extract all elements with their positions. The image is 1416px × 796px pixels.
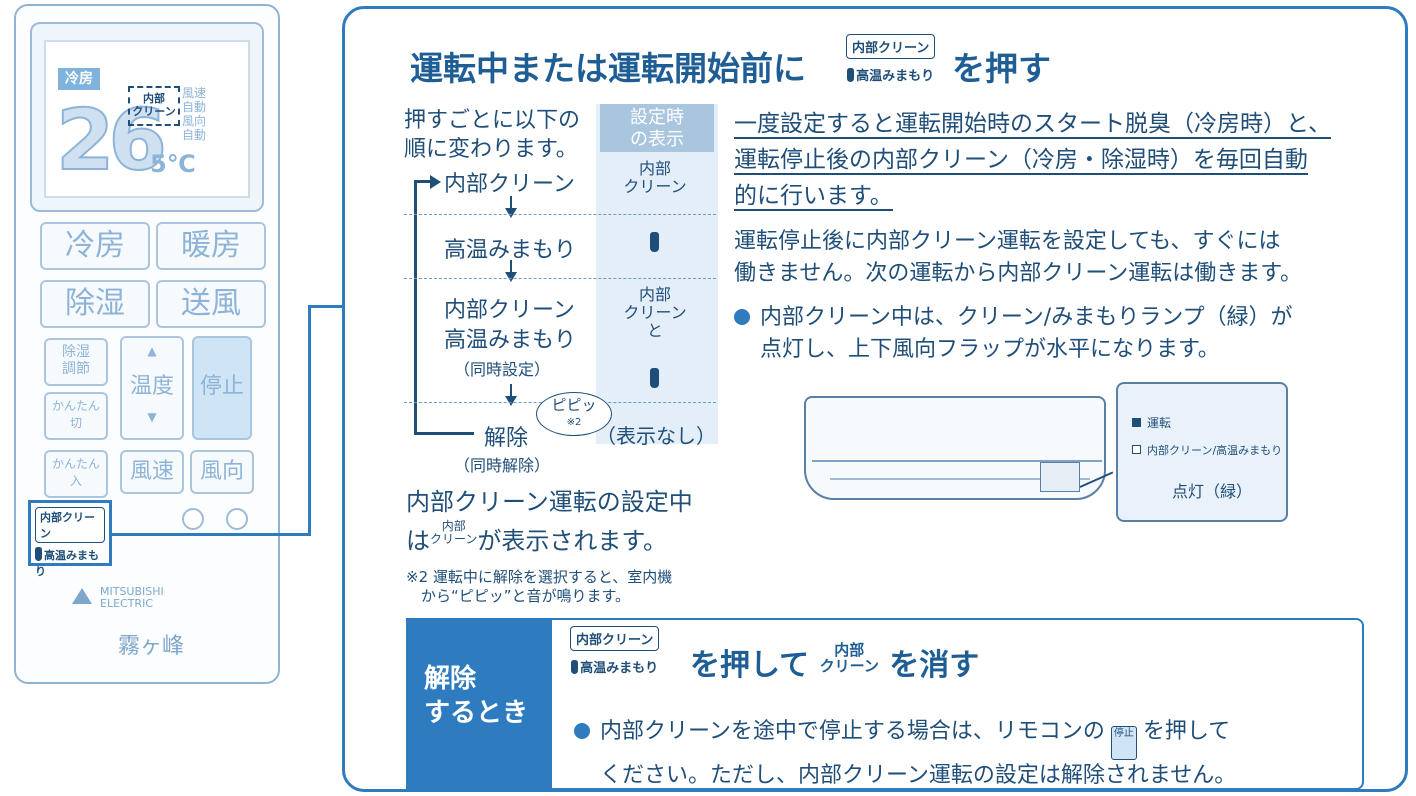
beep-bubble: ピピッ※2 [536,392,612,436]
flow-step-hightemp: 高温みまもり [444,238,577,263]
cancel-text: 内部クリーンを途中で停止する場合は、リモコンの停止を押して ください。ただし、内… [574,716,1236,792]
page-title-suffix: を押す [952,49,1051,88]
heading-key: 内部クリーン 高温みまもり [846,34,936,84]
arrow-down-icon [505,396,517,406]
easy-off-button[interactable]: かんたん 切 [44,392,108,440]
temp-up-icon[interactable]: ▲ [147,344,157,358]
divider [404,214,716,215]
lcd-unit: 5℃ [150,150,196,178]
cancel-label: 解除 するとき [406,618,552,790]
lcd-screen [44,40,250,198]
connector-line-vertical [308,305,311,536]
arrow-down-icon [505,272,517,282]
arrow-3 [510,384,512,398]
flow-step-both-2: 高温みまもり [444,328,577,353]
thermometer-icon [35,547,42,561]
lcd-side-info: 風速 自動 風向 自動 [182,86,207,142]
cancel-key-sub: 高温みまもり [570,657,659,676]
page-title: 運転中または運転開始前に [410,49,806,88]
brand-name: 霧ヶ峰 [118,634,185,659]
temperature-label: 温度 [129,374,174,399]
bullet-note: 内部クリーン中は、クリーン/みまもりランプ（緑）が 点灯し、上下風向フラップが水… [734,302,1293,366]
connector-line-top [308,305,344,308]
loop-line [414,180,417,434]
wind-direction-button[interactable]: 風向 [190,450,254,494]
lamp-run: 運転 [1132,414,1171,431]
clean-key-label: 内部クリーン [35,507,105,543]
fan-button[interactable]: 送風 [156,280,266,328]
cool-button[interactable]: 冷房 [40,222,150,270]
heat-button[interactable]: 暖房 [156,222,266,270]
unit-lamp-panel [1040,462,1080,492]
display-column [596,104,718,444]
bullet-icon [574,723,590,739]
display-both: 内部 クリーン と [623,285,687,340]
lcd-temperature: 26 [55,91,168,189]
clean-key-sub: 高温みまもり [35,547,99,578]
flow-step-cancel: 解除 [484,426,529,451]
lamp-circle-left [182,508,204,530]
temperature-button[interactable]: ▲ 温度 ▼ [120,336,184,440]
lcd-clean-indicator: 内部 クリーン [128,86,180,126]
unit-flap-lower [830,478,1090,480]
display-none: （表示なし） [596,424,716,448]
clean-display-icon: 内部 クリーン [430,519,478,546]
easy-on-button[interactable]: かんたん 入 [44,450,108,498]
setting-note: 内部クリーン運転の設定中 は内部 クリーンが表示されます。 [406,488,693,555]
temp-down-icon[interactable]: ▼ [147,410,157,424]
thermometer-icon [650,368,661,390]
lamp-lit-label: 点灯（緑） [1172,482,1253,501]
lamp-circle-right [226,508,248,530]
flow-step-both-1: 内部クリーン [444,298,575,323]
thermometer-icon [650,232,661,254]
stop-button[interactable]: 停止 [192,336,252,440]
arrow-2 [510,260,512,274]
unit-flap [812,460,1102,462]
lamp-clean: 内部クリーン/高温みまもり [1132,442,1282,458]
lcd-temp-decimal: 5 [150,150,167,178]
arrow-down-icon [505,208,517,218]
fan-speed-button[interactable]: 風速 [120,450,184,494]
lcd-temp-unit: ℃ [166,150,196,178]
secondary-description: 運転停止後に内部クリーン運転を設定しても、すぐには 働きません。次の運転から内部… [734,229,1303,286]
lamp-square-icon [1132,445,1141,454]
clean-button-highlight[interactable]: 内部クリーン 高温みまもり [28,500,112,578]
loop-arrow-icon [430,175,441,189]
main-description: 一度設定すると運転開始時のスタート脱臭（冷房時）と、 運転停止後の内部クリーン（… [734,111,1332,211]
heading-key-sub: 高温みまもり [846,65,935,84]
heading-key-label: 内部クリーン [846,34,936,59]
display-column-header: 設定時 の表示 [600,104,714,152]
stop-key-icon: 停止 [1110,726,1137,760]
arrow-1 [510,196,512,210]
footnote: ※2 運転中に解除を選択すると、室内機 から“ピピッ”と音が鳴ります。 [406,568,673,605]
loop-line-top [414,180,432,183]
lcd-mode: 冷房 [58,68,100,90]
lamp-square-icon [1132,418,1141,427]
divider [404,278,716,279]
display-clean: 内部 クリーン [623,159,687,196]
flow-step-both-note: （同時設定） [454,360,551,379]
connector-line [112,533,310,536]
cancel-key: 内部クリーン 高温みまもり [570,626,660,676]
clean-display-icon: 内部 クリーン [819,641,879,675]
cancel-key-label: 内部クリーン [570,626,660,651]
intro-text: 押すごとに以下の 順に変わります。 [404,108,581,162]
flow-step-clean: 内部クリーン [444,172,575,197]
dry-adjust-button[interactable]: 除湿 調節 [44,338,108,386]
loop-line-bottom [414,432,474,435]
bullet-icon [734,309,750,325]
mitsubishi-logo-icon [72,588,92,604]
lamp-detail-box: 運転 内部クリーン/高温みまもり [1116,382,1288,522]
cancel-title: を押して 内部 クリーン を消す [690,641,980,683]
indoor-unit-illustration [804,396,1106,500]
dry-button[interactable]: 除湿 [40,280,150,328]
brand-logo-text: MITSUBISHI ELECTRIC [100,585,164,610]
thermometer-icon [571,660,579,674]
thermometer-icon [847,68,855,82]
flow-step-cancel-note: （同時解除） [454,456,551,475]
